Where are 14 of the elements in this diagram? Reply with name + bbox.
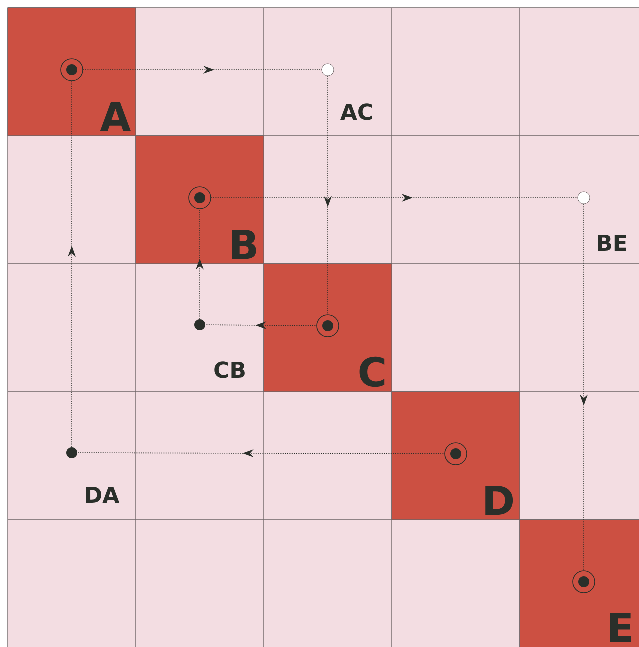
matrix-cell: E [520,520,639,647]
junction-label: DA [86,486,120,504]
ringed-dot [316,314,340,338]
junction-label: BE [598,234,626,252]
matrix-cell: B [136,136,264,264]
matrix-cell: A [8,8,136,136]
junction-label: CB [214,362,245,378]
junction-label: AC [340,104,372,120]
ringed-dot [572,570,596,594]
matrix-cell: C [264,264,392,392]
matrix-cell: D [392,392,520,520]
ringed-dot [60,58,84,82]
ringed-dot [444,442,468,466]
ringed-dot [188,186,212,210]
